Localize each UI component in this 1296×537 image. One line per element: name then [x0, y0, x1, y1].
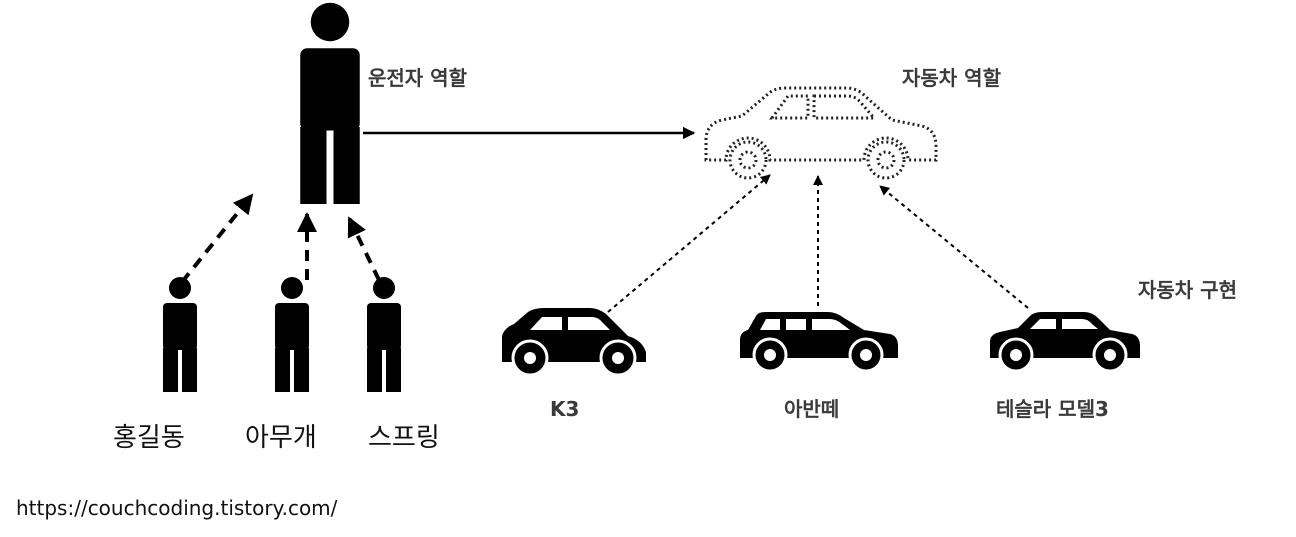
car-name-tesla: 테슬라 모델3 — [996, 397, 1109, 421]
driver-name-hong: 홍길동 — [113, 423, 185, 453]
tesla-car-icon — [990, 312, 1140, 373]
car-name-avante: 아반떼 — [784, 397, 840, 421]
arrow-k3-to-car-role — [607, 174, 771, 313]
driver-amugae-person-icon — [275, 277, 309, 392]
k3-car-icon — [502, 308, 646, 377]
driver-name-amugae: 아무개 — [245, 423, 317, 453]
car-name-k3: K3 — [550, 397, 580, 421]
source-url: https://couchcoding.tistory.com/ — [16, 496, 338, 520]
driver-role-label: 운전자 역할 — [368, 66, 467, 90]
car-impl-label: 자동차 구현 — [1138, 278, 1237, 302]
driver-role-person-icon — [300, 2, 360, 204]
driver-hong-person-icon — [163, 277, 197, 392]
arrow-tesla-to-car-role — [879, 185, 1029, 309]
car-role-label: 자동차 역할 — [902, 66, 1001, 90]
driver-name-spring: 스프링 — [368, 423, 440, 453]
arrow-spring-to-driver-role — [347, 216, 381, 281]
avante-car-icon — [740, 312, 898, 373]
car-role-icon — [704, 86, 938, 180]
driver-spring-person-icon — [367, 277, 401, 392]
arrow-hong-to-driver-role — [180, 193, 254, 284]
